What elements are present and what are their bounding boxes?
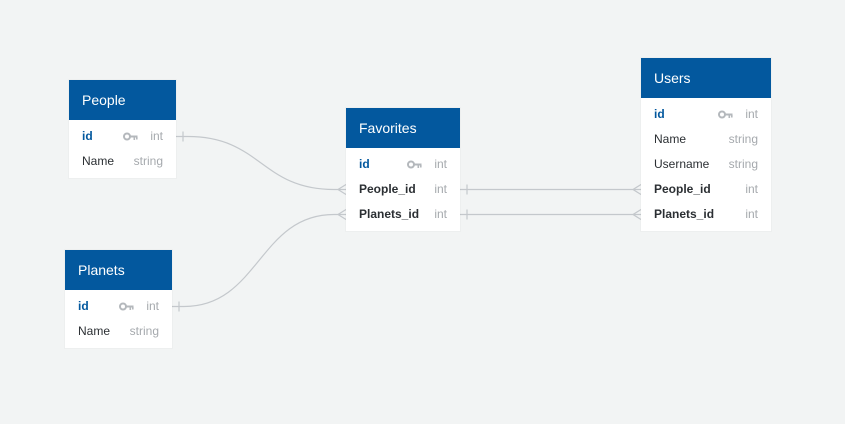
link-line	[172, 213, 346, 308]
field-type: int	[745, 207, 758, 221]
field-type: string	[129, 324, 159, 338]
field-row-name[interactable]: Name string	[69, 149, 176, 174]
field-row-id[interactable]: id int	[65, 294, 172, 319]
many-marker	[632, 183, 642, 196]
table-title: People	[69, 80, 176, 120]
many-marker	[337, 183, 347, 196]
many-marker	[337, 208, 347, 221]
field-row-username[interactable]: Username string	[641, 152, 771, 177]
field-row-people-id[interactable]: People_id int	[641, 177, 771, 202]
field-row-id[interactable]: id int	[69, 124, 176, 149]
field-name: Planets_id	[359, 207, 420, 221]
field-name: Name	[654, 132, 687, 146]
field-type: int	[434, 207, 447, 221]
field-name: Name	[82, 154, 115, 168]
field-name: id	[654, 107, 665, 121]
field-name: id	[82, 129, 93, 143]
field-type: int	[745, 107, 758, 121]
field-row-planets-id[interactable]: Planets_id int	[641, 202, 771, 227]
field-type: string	[133, 154, 163, 168]
key-icon	[718, 110, 733, 119]
table-title: Users	[641, 58, 771, 98]
relation-link	[176, 131, 347, 196]
relation-link	[460, 183, 642, 196]
field-row-planets-id[interactable]: Planets_id int	[346, 202, 460, 227]
table-title: Planets	[65, 250, 172, 290]
field-row-name[interactable]: Name string	[65, 319, 172, 344]
field-row-id[interactable]: id int	[346, 152, 460, 177]
field-type: string	[728, 157, 758, 171]
field-type: int	[150, 129, 163, 143]
field-name: People_id	[654, 182, 711, 196]
field-type: int	[745, 182, 758, 196]
key-icon	[119, 302, 134, 311]
field-row-people-id[interactable]: People_id int	[346, 177, 460, 202]
field-name: Name	[78, 324, 111, 338]
table-title: Favorites	[346, 108, 460, 148]
key-icon	[407, 160, 422, 169]
link-line	[176, 135, 346, 191]
relation-link	[172, 208, 347, 312]
key-icon	[123, 132, 138, 141]
field-row-id[interactable]: id int	[641, 102, 771, 127]
field-type: string	[728, 132, 758, 146]
field-type: int	[146, 299, 159, 313]
many-marker	[632, 208, 642, 221]
field-row-name[interactable]: Name string	[641, 127, 771, 152]
field-type: int	[434, 182, 447, 196]
field-type: int	[434, 157, 447, 171]
field-name: id	[359, 157, 370, 171]
relation-link	[460, 208, 642, 221]
field-name: id	[78, 299, 89, 313]
field-name: Username	[654, 157, 710, 171]
field-name: Planets_id	[654, 207, 715, 221]
field-name: People_id	[359, 182, 416, 196]
